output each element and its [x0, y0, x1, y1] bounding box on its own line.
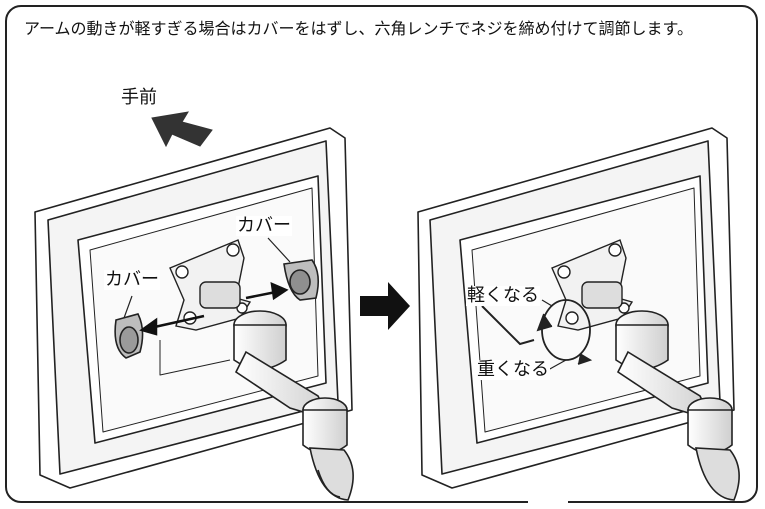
- frame-gap: [528, 497, 568, 509]
- left-mount-plate: [169, 239, 252, 331]
- front-direction-arrow-icon: [151, 111, 213, 148]
- lighter-label: 軽くなる: [466, 285, 540, 306]
- right-mount-plate: [551, 239, 634, 331]
- cover-label-left: カバー: [104, 269, 160, 290]
- cover-label-right: カバー: [236, 215, 292, 236]
- front-label: 手前: [120, 87, 158, 108]
- left-monitor-arm: [233, 310, 354, 501]
- right-arrow-icon: [360, 282, 410, 330]
- lighter-leader: [541, 299, 553, 307]
- hex-wrench-icon: [481, 305, 535, 346]
- left-cover-removed: [114, 313, 144, 359]
- heavier-label: 重くなる: [476, 359, 550, 380]
- cover-left-leader: [123, 295, 133, 319]
- cover-removal-arrows: [139, 281, 289, 336]
- right-cover-removed: [283, 259, 320, 301]
- cover-right-leader: [267, 237, 291, 263]
- heavier-leader: [547, 359, 567, 371]
- instruction-text: アームの動きが軽すぎる場合はカバーをはずし、六角レンチでネジを締め付けて調節しま…: [24, 19, 693, 38]
- right-monitor-arm: [615, 310, 740, 501]
